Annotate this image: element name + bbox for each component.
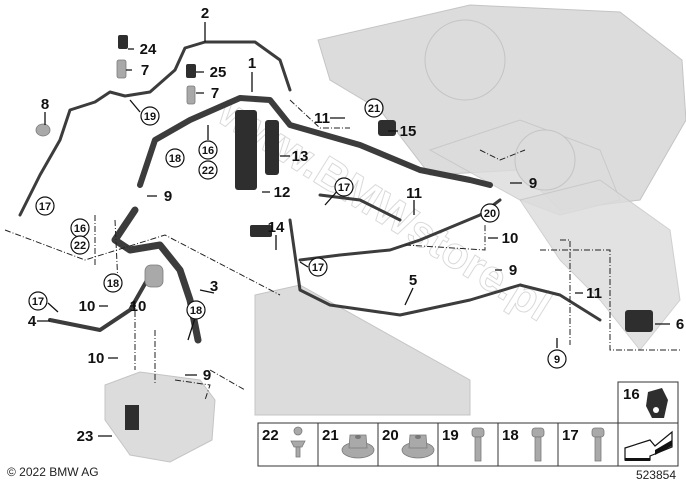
callout-17c: 17 [312,262,324,274]
part-number: 17 [562,427,579,444]
callout-circle [140,106,160,126]
part-number: 22 [262,427,279,444]
cap-24 [118,35,128,49]
callout-11b: 11 [406,185,422,202]
callout-circle [28,291,48,311]
bracket-6 [625,310,653,332]
callout-6: 6 [676,316,684,333]
part-number: 20 [382,427,399,444]
condenser-background [254,284,471,416]
part-number: 21 [322,427,339,444]
ball-stud-icon [290,426,306,458]
hvac-unit-background [317,4,686,351]
diagram-number: 523854 [636,468,676,482]
callout-circle [308,257,328,277]
callout-3: 3 [210,278,218,295]
callout-14: 14 [268,219,285,236]
dryer [144,264,164,288]
part-15 [378,120,396,136]
callout-4: 4 [28,313,37,330]
callout-17d: 17 [32,296,44,308]
callout-5: 5 [409,272,417,289]
valve-7 [116,59,127,79]
callout-17b: 17 [338,182,350,194]
callout-9e: 9 [554,354,560,366]
copyright: © 2022 BMW AG [7,465,99,479]
callout-leaders [37,22,670,437]
callout-8: 8 [41,96,49,113]
bracket-23 [125,405,139,430]
callout-18a: 18 [169,153,181,165]
callout-1: 1 [248,55,256,72]
callout-15: 15 [400,123,417,140]
flange-bolt-icon [471,427,485,462]
assembly-lines [4,99,680,401]
part-number: 19 [442,427,459,444]
callout-20: 20 [484,208,496,220]
callout-7a: 7 [141,62,149,79]
callout-10b: 10 [79,298,96,315]
callout-25: 25 [210,64,227,81]
callout-22b: 22 [74,240,86,252]
callout-circle [165,148,185,168]
callout-18c: 18 [190,305,202,317]
callout-circle [186,300,206,320]
valve-7 [186,85,196,105]
cap-25 [186,64,196,78]
callout-11c: 11 [586,285,602,302]
callout-16a: 16 [202,145,214,157]
callout-21: 21 [368,103,380,115]
callout-circle [103,273,123,293]
callout-16b: 16 [74,223,86,235]
flange-nut-icon [341,434,375,459]
socket-bolt-icon [531,427,545,462]
callout-11a: 11 [314,110,330,127]
clip-icon [646,388,668,418]
callout-12: 12 [274,184,291,201]
clip-box-number: 16 [623,386,640,403]
callout-circle [364,98,384,118]
insulation-13 [265,120,279,175]
callout-10c: 10 [130,298,147,315]
part-cell-19 [437,422,499,467]
callout-2: 2 [201,5,209,22]
callout-17a: 17 [39,201,51,213]
callout-9c: 9 [509,262,517,279]
callout-circle [480,203,500,223]
callout-19: 19 [144,111,156,123]
callout-22a: 22 [202,165,214,177]
callout-18b: 18 [107,278,119,290]
insulation-12 [235,110,257,190]
callout-7b: 7 [211,85,219,102]
callout-circle [334,177,354,197]
pressure-sensor-8 [35,123,51,137]
callout-circle [198,140,218,160]
callout-9a: 9 [164,188,172,205]
callout-10d: 10 [88,350,105,367]
callout-23: 23 [77,428,94,445]
part-cell-18 [497,422,559,467]
callout-circle [35,196,55,216]
callout-9d: 9 [203,367,211,384]
callout-24: 24 [140,41,157,58]
callout-circle [547,349,567,369]
callout-circle [70,235,90,255]
bracket-14 [250,225,272,237]
parts-table: 16 22 21 20 19 18 17 523854 [257,381,679,482]
part-cell-17 [557,422,619,467]
callout-9b: 9 [529,175,537,192]
callout-10a: 10 [502,230,519,247]
screw-icon [591,427,605,462]
hex-nut-icon [401,434,435,459]
callout-circle [198,160,218,180]
part-cell-22 [257,422,319,467]
compressor-background [104,371,216,463]
callout-13: 13 [292,148,309,165]
part-number: 18 [502,427,519,444]
